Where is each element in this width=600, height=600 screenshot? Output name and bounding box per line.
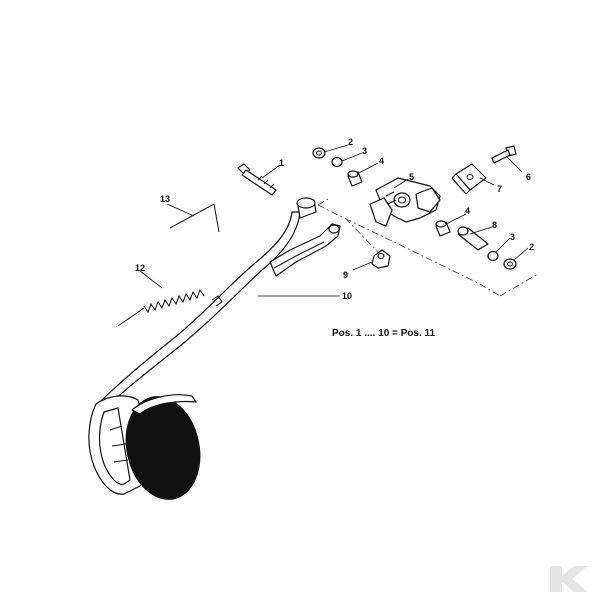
label-part-1: 1 xyxy=(279,158,284,168)
o-ring-lower xyxy=(487,250,499,262)
spring xyxy=(117,288,205,327)
label-part-7: 7 xyxy=(497,184,502,194)
label-part-5: 5 xyxy=(409,172,414,182)
pedal-bracket xyxy=(369,177,441,227)
washer-top xyxy=(312,147,326,159)
sleeve-nut xyxy=(371,249,391,269)
position-note: Pos. 1 .... 10 = Pos. 11 xyxy=(332,328,436,339)
label-part-4-top: 4 xyxy=(379,156,384,166)
label-part-2-top: 2 xyxy=(348,137,353,147)
lever-rod xyxy=(99,211,301,407)
label-part-10: 10 xyxy=(342,291,352,301)
label-part-3-lower: 3 xyxy=(510,232,515,242)
label-part-9: 9 xyxy=(343,270,348,280)
label-part-4-lower: 4 xyxy=(465,206,470,216)
label-part-2-lower: 2 xyxy=(529,242,534,252)
clip-plate xyxy=(451,163,487,195)
label-part-3-top: 3 xyxy=(362,146,367,156)
foot-wheel xyxy=(125,396,201,500)
bent-wire xyxy=(169,203,220,233)
o-ring-top xyxy=(331,156,343,168)
washer-lower xyxy=(503,258,517,270)
k-logo-icon xyxy=(550,566,588,592)
bushing-top xyxy=(347,170,363,187)
label-part-13: 13 xyxy=(160,194,170,204)
assembly-guide-lines xyxy=(317,198,539,297)
pin xyxy=(457,226,489,251)
small-bolt xyxy=(491,145,517,164)
part-labels: 1 2 3 4 5 6 7 4 8 3 2 9 10 12 13 xyxy=(135,137,534,301)
label-part-6: 6 xyxy=(526,172,531,182)
bushing-lower xyxy=(435,220,451,237)
lever-assembly xyxy=(88,197,341,500)
long-bolt xyxy=(237,163,277,196)
leader-lines xyxy=(139,144,529,297)
label-part-12: 12 xyxy=(135,263,145,273)
label-part-8: 8 xyxy=(492,220,497,230)
